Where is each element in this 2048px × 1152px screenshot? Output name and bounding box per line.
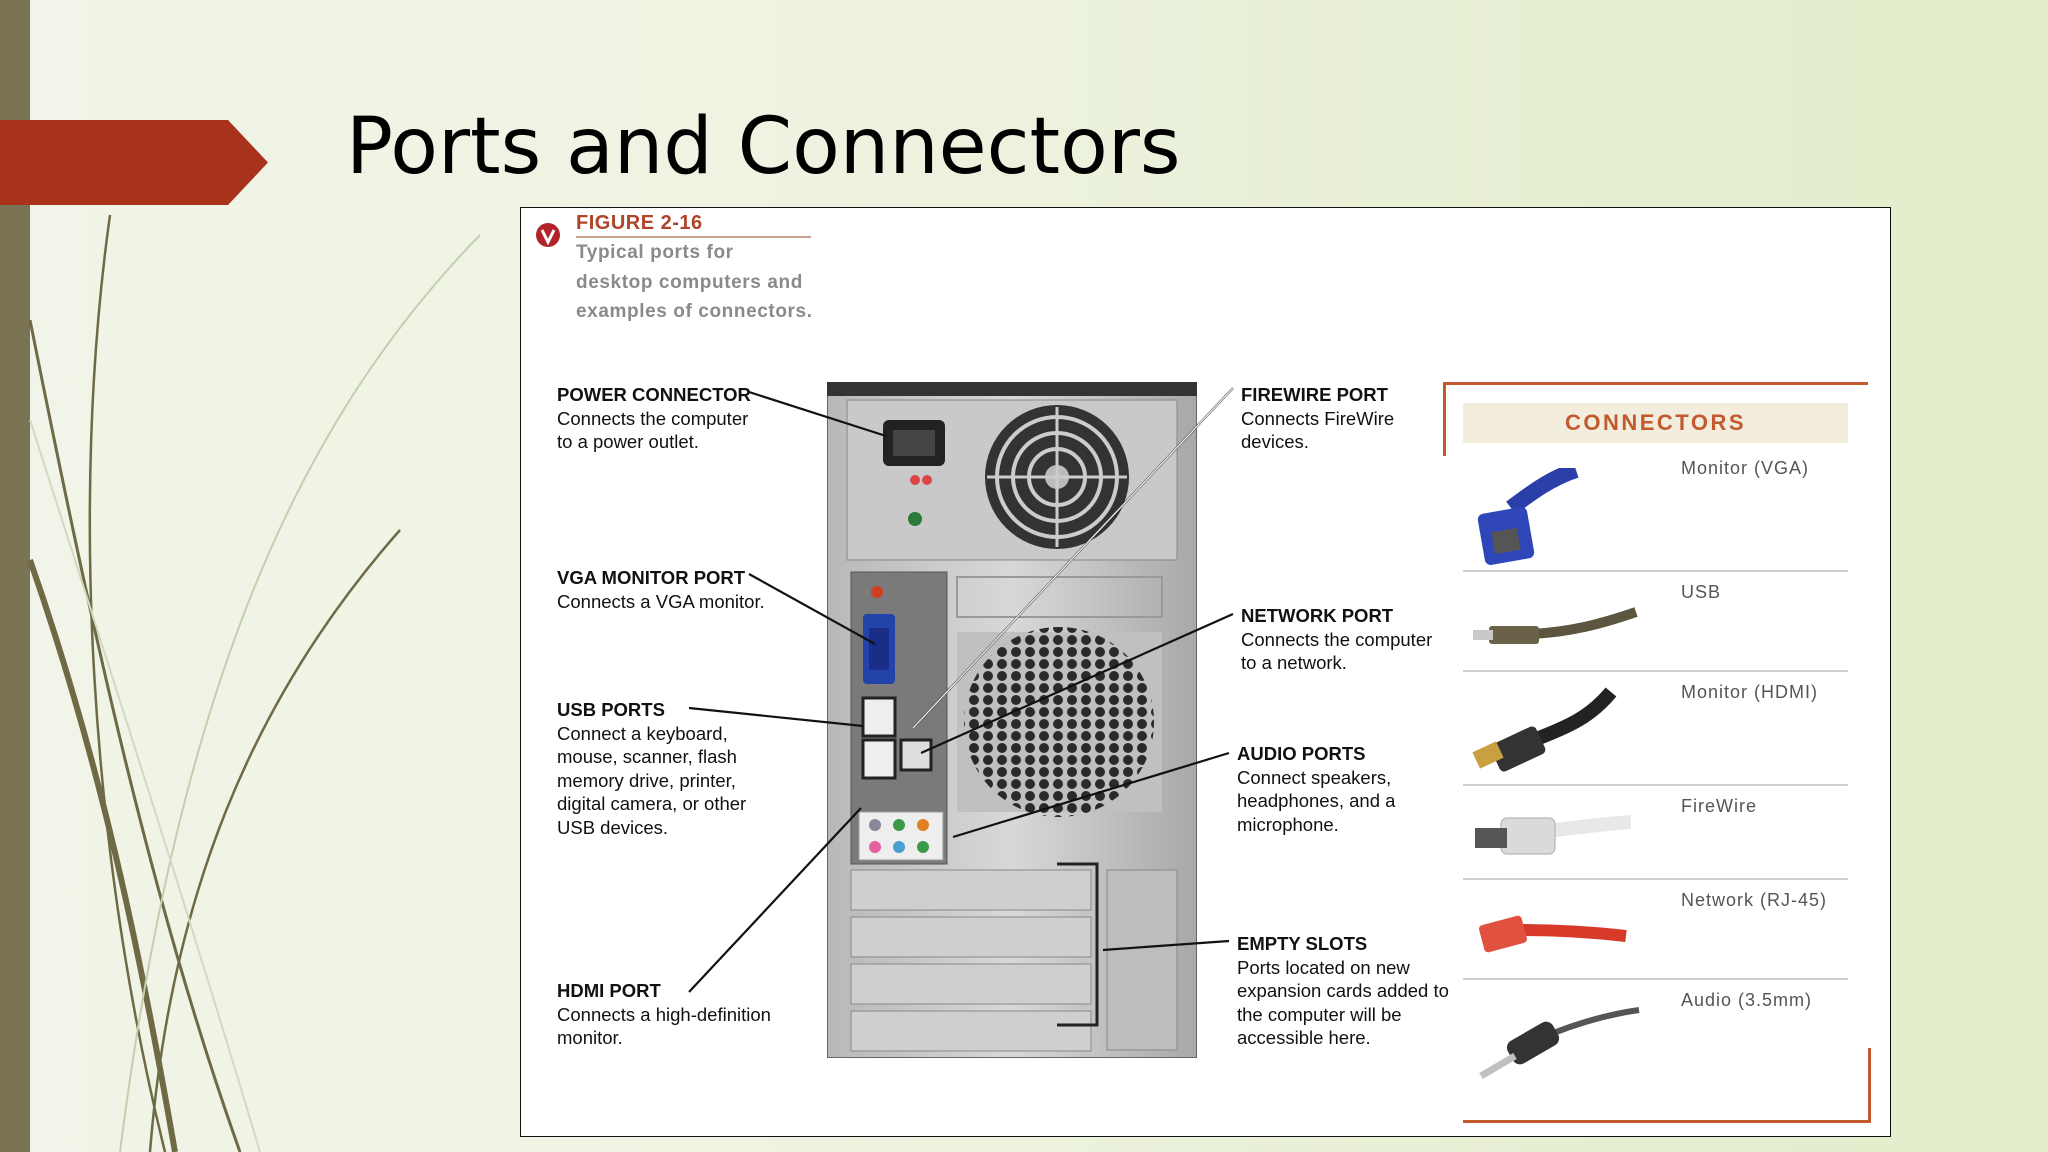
vga-cable-icon bbox=[1477, 468, 1579, 565]
connector-item-firewire: FireWire bbox=[1463, 786, 1848, 880]
callout-usb-ports: USB PORTS Connect a keyboard, mouse, sca… bbox=[557, 698, 772, 839]
callout-title: EMPTY SLOTS bbox=[1237, 933, 1368, 954]
connector-label: Monitor (HDMI) bbox=[1681, 682, 1819, 702]
connectors-header: CONNECTORS bbox=[1463, 403, 1848, 443]
connector-item-vga: Monitor (VGA) bbox=[1463, 448, 1848, 572]
network-cable-icon bbox=[1479, 915, 1627, 953]
figure-label-rule bbox=[576, 236, 811, 238]
callout-title: POWER CONNECTOR bbox=[557, 384, 751, 405]
callout-firewire-port: FIREWIRE PORT Connects FireWire devices. bbox=[1241, 383, 1431, 454]
connector-label: Network (RJ-45) bbox=[1681, 890, 1828, 910]
figure-label: FIGURE 2-16 bbox=[576, 212, 703, 234]
callout-description: Ports located on new expansion cards add… bbox=[1237, 956, 1449, 1049]
hdmi-cable-icon bbox=[1472, 687, 1617, 772]
connector-label: Audio (3.5mm) bbox=[1681, 990, 1813, 1010]
callout-power-connector: POWER CONNECTOR Connects the computer to… bbox=[557, 383, 767, 454]
connector-item-hdmi: Monitor (HDMI) bbox=[1463, 672, 1848, 786]
callout-description: Connect a keyboard, mouse, scanner, flas… bbox=[557, 722, 747, 838]
connector-label: Monitor (VGA) bbox=[1681, 458, 1810, 478]
callout-description: Connects a high-definition monitor. bbox=[557, 1003, 771, 1049]
callout-title: USB PORTS bbox=[557, 699, 665, 720]
usb-cable-icon bbox=[1473, 607, 1638, 644]
slide-title: Ports and Connectors bbox=[346, 102, 1181, 192]
callout-hdmi-port: HDMI PORT Connects a high-definition mon… bbox=[557, 979, 797, 1050]
connectors-panel: CONNECTORS Monitor (VGA) USB bbox=[1443, 382, 1873, 1132]
connectors-frame bbox=[1463, 1120, 1871, 1123]
connector-divider bbox=[1463, 670, 1848, 672]
connector-divider bbox=[1463, 570, 1848, 572]
callout-description: Connects a VGA monitor. bbox=[557, 590, 765, 612]
callout-description: Connect speakers, headphones, and a micr… bbox=[1237, 766, 1396, 835]
firewire-cable-icon bbox=[1475, 815, 1631, 855]
connectors-frame bbox=[1443, 382, 1868, 385]
callout-audio-ports: AUDIO PORTS Connect speakers, headphones… bbox=[1237, 742, 1427, 836]
computer-tower-rear-illustration bbox=[827, 382, 1197, 1058]
connector-divider bbox=[1463, 878, 1848, 880]
title-arrow-banner bbox=[0, 120, 268, 205]
callout-title: FIREWIRE PORT bbox=[1241, 384, 1388, 405]
callout-description: Connects FireWire devices. bbox=[1241, 407, 1395, 453]
callout-title: VGA MONITOR PORT bbox=[557, 567, 746, 588]
audio-cable-icon bbox=[1479, 1007, 1640, 1080]
callout-title: AUDIO PORTS bbox=[1237, 743, 1366, 764]
callout-network-port: NETWORK PORT Connects the computer to a … bbox=[1241, 604, 1451, 675]
connector-item-audio: Audio (3.5mm) bbox=[1463, 980, 1848, 1120]
connector-item-network: Network (RJ-45) bbox=[1463, 880, 1848, 980]
callout-vga-port: VGA MONITOR PORT Connects a VGA monitor. bbox=[557, 566, 767, 613]
figure-logo-icon bbox=[536, 223, 560, 247]
connector-divider bbox=[1463, 784, 1848, 786]
connectors-frame bbox=[1443, 382, 1446, 456]
connector-item-usb: USB bbox=[1463, 572, 1848, 672]
connector-label: FireWire bbox=[1681, 796, 1757, 816]
callout-description: Connects the computer to a network. bbox=[1241, 628, 1433, 674]
callout-empty-slots: EMPTY SLOTS Ports located on new expansi… bbox=[1237, 932, 1452, 1050]
callout-description: Connects the computer to a power outlet. bbox=[557, 407, 749, 453]
callout-title: NETWORK PORT bbox=[1241, 605, 1394, 626]
connector-divider bbox=[1463, 978, 1848, 980]
callout-title: HDMI PORT bbox=[557, 980, 661, 1001]
figure-caption: Typical ports for desktop computers and … bbox=[576, 242, 813, 322]
connectors-frame bbox=[1868, 1048, 1871, 1123]
connector-label: USB bbox=[1681, 582, 1722, 602]
decorative-swoosh-lines bbox=[27, 214, 481, 1152]
figure-image: FIGURE 2-16 Typical ports for desktop co… bbox=[520, 207, 1891, 1137]
